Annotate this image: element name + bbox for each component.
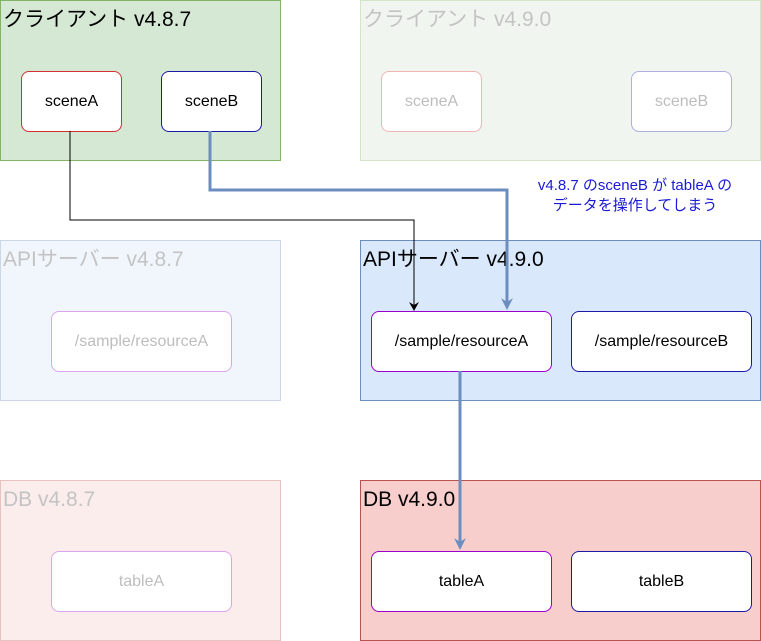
resource-a-node-v490[interactable]: /sample/resourceA	[371, 311, 552, 372]
resource-a-node-v487[interactable]: /sample/resourceA	[51, 311, 232, 372]
table-a-node-v487[interactable]: tableA	[51, 551, 232, 612]
api-v487-title: APIサーバー v4.8.7	[3, 248, 184, 271]
api-v487-container: APIサーバー v4.8.7 /sample/resourceA	[0, 240, 281, 401]
api-v490-title: APIサーバー v4.9.0	[363, 248, 544, 271]
scene-a-node-v487[interactable]: sceneA	[21, 71, 122, 132]
annotation-line-1: v4.8.7 のsceneB が tableA の	[537, 177, 733, 194]
db-v487-title: DB v4.8.7	[3, 488, 96, 511]
annotation-line-2: データを操作してしまう	[552, 197, 718, 214]
db-v487-container: DB v4.8.7 tableA	[0, 480, 281, 641]
db-v490-title: DB v4.9.0	[363, 488, 456, 511]
scene-b-node-v487[interactable]: sceneB	[161, 71, 262, 132]
table-b-node-v490[interactable]: tableB	[571, 551, 752, 612]
annotation-text: v4.8.7 のsceneB が tableA の データを操作してしまう	[510, 176, 760, 216]
client-v490-container: クライアント v4.9.0 sceneA sceneB	[360, 0, 761, 161]
scene-b-node-v490[interactable]: sceneB	[631, 71, 732, 132]
client-v490-title: クライアント v4.9.0	[363, 8, 552, 31]
client-v487-container: クライアント v4.8.7 sceneA sceneB	[0, 0, 281, 161]
client-v487-title: クライアント v4.8.7	[3, 8, 192, 31]
resource-b-node-v490[interactable]: /sample/resourceB	[571, 311, 752, 372]
api-v490-container: APIサーバー v4.9.0 /sample/resourceA /sample…	[360, 240, 761, 401]
table-a-node-v490[interactable]: tableA	[371, 551, 552, 612]
db-v490-container: DB v4.9.0 tableA tableB	[360, 480, 761, 641]
scene-a-node-v490[interactable]: sceneA	[381, 71, 482, 132]
